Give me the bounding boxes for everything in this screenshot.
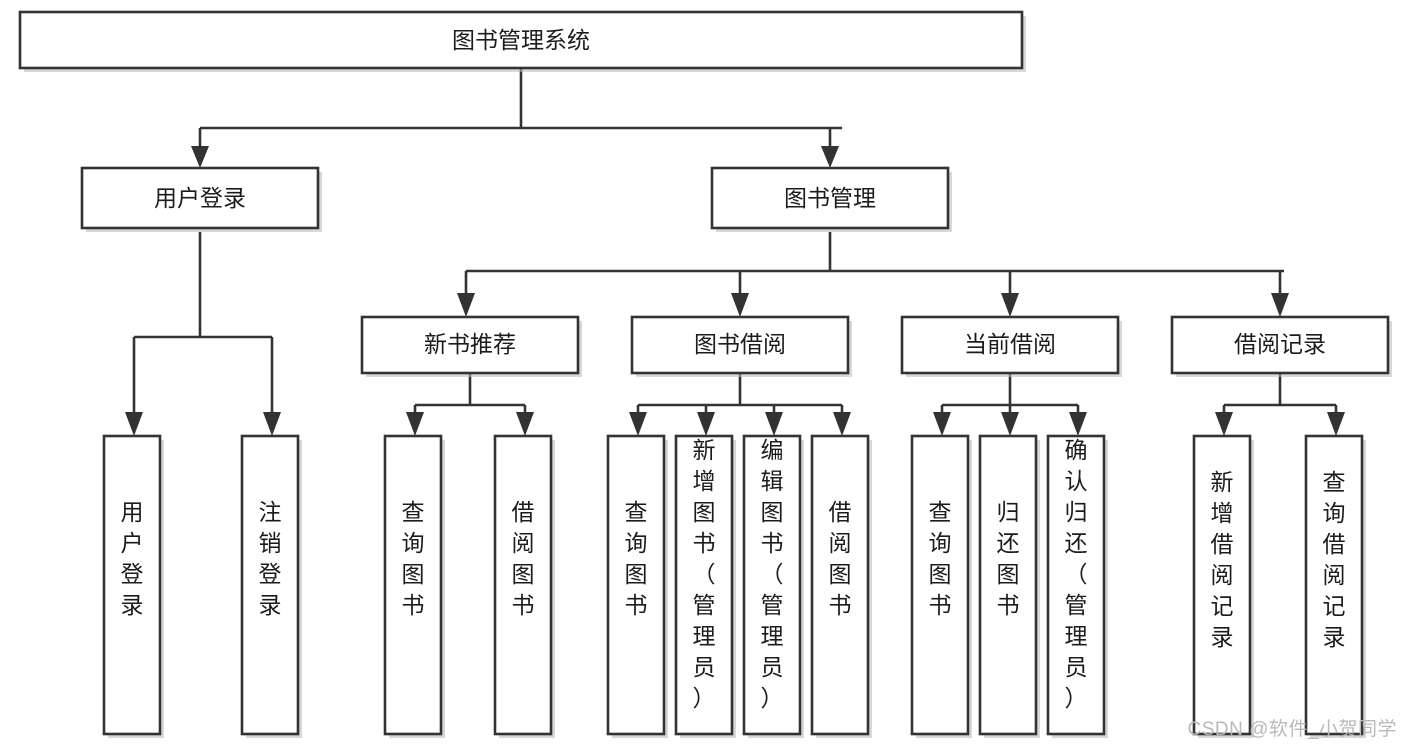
leaf-confirm-return-label: 确认归还（管理员）: [1065, 437, 1088, 711]
leaf-logout-label: 注销登录: [259, 499, 282, 618]
node-current-borrow[interactable]: 当前借阅: [900, 315, 1122, 377]
leaf-add-book-box[interactable]: [674, 434, 734, 736]
leaf-query-record-label: 查询借阅记录: [1323, 469, 1346, 650]
arrow-to-leaf-add-record: [1215, 412, 1233, 436]
user-login-label: 用户登录: [154, 185, 246, 211]
arrow-to-leaf-query-book-1: [406, 412, 424, 436]
node-book-borrow[interactable]: 图书借阅: [630, 315, 852, 377]
root-label: 图书管理系统: [452, 27, 590, 53]
leaf-borrow-book-2-label: 借阅图书: [829, 499, 852, 618]
new-book-rec-label: 新书推荐: [424, 331, 516, 357]
leaf-logout-box[interactable]: [240, 434, 300, 736]
arrow-to-leaf-borrow-book-1: [516, 412, 534, 436]
node-leaf-borrow-book-1[interactable]: 借阅图书: [493, 434, 555, 738]
node-leaf-query-book-1[interactable]: 查询图书: [383, 434, 445, 738]
leaf-return-book-label: 归还图书: [997, 499, 1020, 618]
arrow-to-leaf-query-record: [1327, 412, 1345, 436]
leaf-query-book-2-box[interactable]: [606, 434, 666, 736]
node-leaf-confirm-return[interactable]: 确认归还（管理员）: [1046, 434, 1108, 738]
leaf-return-book-box[interactable]: [978, 434, 1038, 736]
node-leaf-borrow-book-2[interactable]: 借阅图书: [810, 434, 872, 738]
leaf-query-book-3-label: 查询图书: [929, 499, 952, 618]
arrow-to-leaf-return-book: [1001, 412, 1019, 436]
arrow-to-leaf-add-book: [697, 412, 715, 436]
node-leaf-user-login[interactable]: 用户登录: [102, 434, 164, 738]
book-manage-box[interactable]: [710, 166, 950, 230]
borrow-record-box[interactable]: [1170, 315, 1390, 375]
node-new-book-rec[interactable]: 新书推荐: [360, 315, 582, 377]
leaf-query-record-box[interactable]: [1304, 434, 1364, 736]
node-leaf-logout[interactable]: 注销登录: [240, 434, 302, 738]
arrow-to-book-borrow: [731, 293, 749, 317]
book-borrow-box[interactable]: [630, 315, 850, 375]
node-leaf-query-book-2[interactable]: 查询图书: [606, 434, 668, 738]
current-borrow-box[interactable]: [900, 315, 1120, 375]
arrow-to-leaf-logout: [263, 412, 281, 436]
leaf-query-book-2-label: 查询图书: [625, 499, 648, 618]
node-leaf-add-record[interactable]: 新增借阅记录: [1192, 434, 1254, 738]
root-box[interactable]: [18, 10, 1024, 70]
arrow-to-leaf-query-book-3: [933, 412, 951, 436]
leaf-borrow-book-1-box[interactable]: [493, 434, 553, 736]
arrow-root-to-book-manage: [821, 146, 839, 168]
leaf-query-book-1-label: 查询图书: [402, 499, 425, 618]
arrow-to-current-borrow: [1001, 293, 1019, 317]
arrow-to-new-book-rec: [457, 293, 475, 317]
arrow-to-leaf-edit-book: [765, 412, 783, 436]
leaf-confirm-return-box[interactable]: [1046, 434, 1106, 736]
leaf-edit-book-box[interactable]: [742, 434, 802, 736]
book-manage-label: 图书管理: [784, 185, 876, 211]
arrow-to-leaf-query-book-2: [629, 412, 647, 436]
leaf-user-login-box[interactable]: [102, 434, 162, 736]
node-root[interactable]: 图书管理系统: [18, 10, 1026, 72]
leaf-query-book-1-box[interactable]: [383, 434, 443, 736]
node-leaf-add-book[interactable]: 新增图书（管理员）: [674, 434, 736, 738]
node-book-manage[interactable]: 图书管理: [710, 166, 952, 232]
arrow-to-leaf-user-login: [125, 412, 143, 436]
user-login-box[interactable]: [80, 166, 320, 230]
arrow-root-to-user-login: [191, 146, 209, 168]
leaf-user-login-label: 用户登录: [121, 499, 144, 618]
leaf-add-record-box[interactable]: [1192, 434, 1252, 736]
connectors: [125, 68, 1345, 436]
node-user-login[interactable]: 用户登录: [80, 166, 322, 232]
arrow-to-borrow-record: [1271, 293, 1289, 317]
leaf-query-book-3-box[interactable]: [910, 434, 970, 736]
node-leaf-return-book[interactable]: 归还图书: [978, 434, 1040, 738]
leaf-borrow-book-1-label: 借阅图书: [512, 499, 535, 618]
leaf-add-book-label: 新增图书（管理员）: [693, 437, 716, 711]
leaf-add-record-label: 新增借阅记录: [1211, 469, 1234, 650]
node-leaf-query-record[interactable]: 查询借阅记录: [1304, 434, 1366, 738]
book-borrow-label: 图书借阅: [694, 331, 786, 357]
leaf-borrow-book-2-box[interactable]: [810, 434, 870, 736]
node-borrow-record[interactable]: 借阅记录: [1170, 315, 1392, 377]
borrow-record-label: 借阅记录: [1234, 331, 1326, 357]
new-book-rec-box[interactable]: [360, 315, 580, 375]
current-borrow-label: 当前借阅: [964, 331, 1056, 357]
arrow-to-leaf-confirm-return: [1069, 412, 1087, 436]
node-leaf-query-book-3[interactable]: 查询图书: [910, 434, 972, 738]
arrow-to-leaf-borrow-book-2: [833, 412, 851, 436]
node-leaf-edit-book[interactable]: 编辑图书（管理员）: [742, 434, 804, 738]
leaf-edit-book-label: 编辑图书（管理员）: [761, 437, 784, 711]
